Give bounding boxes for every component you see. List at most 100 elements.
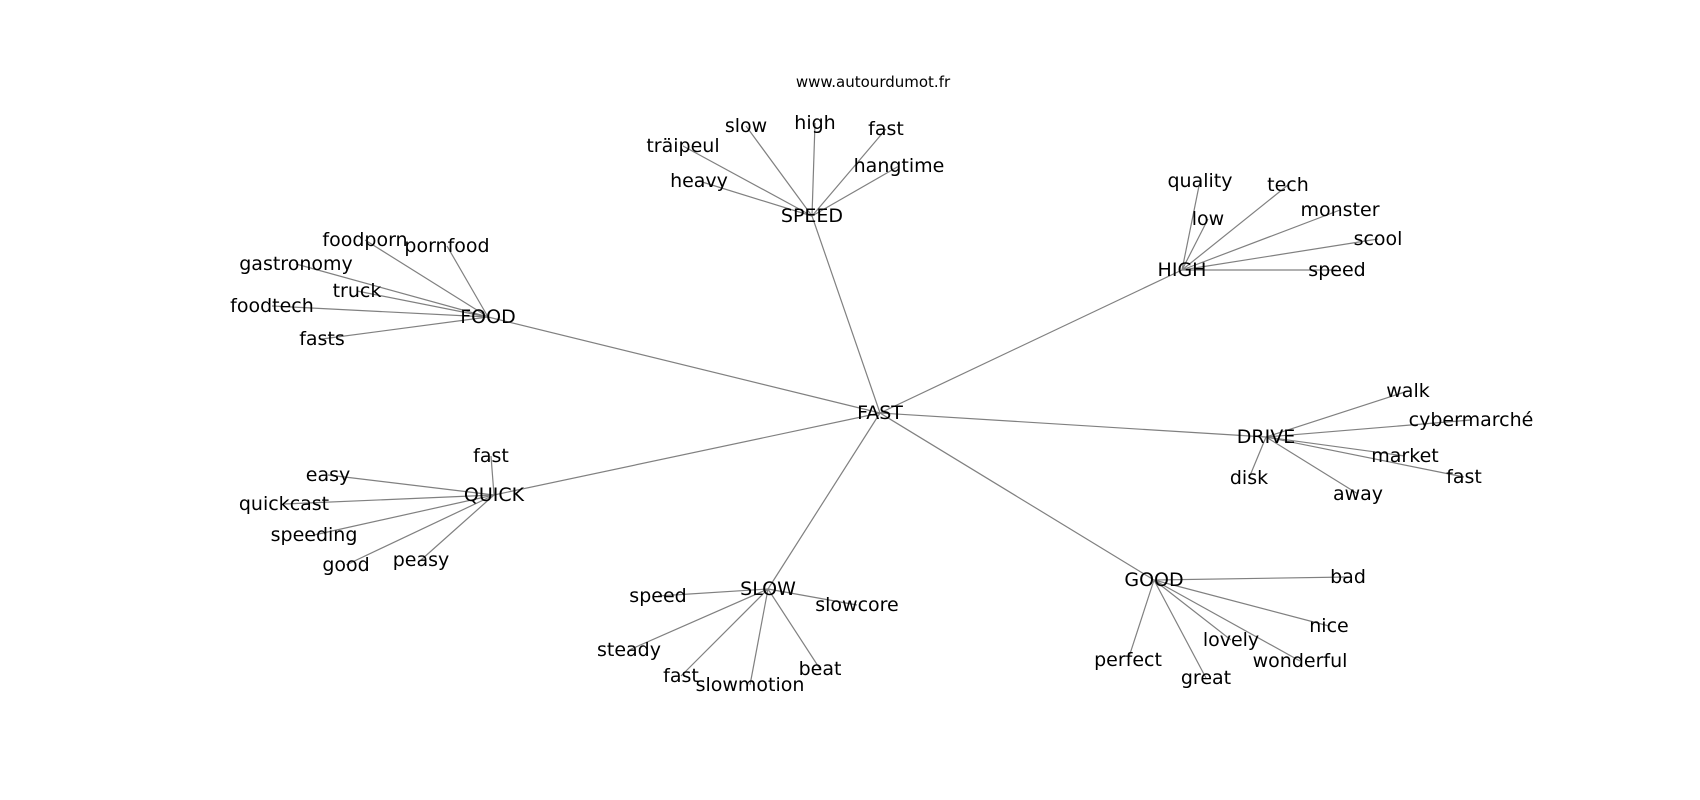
edge-drive-word [1265, 419, 1472, 438]
node-high-word: low [1192, 208, 1224, 230]
node-quick-word: peasy [393, 549, 450, 571]
edge-drive-word [1265, 436, 1465, 478]
node-drive-word: fast [1446, 466, 1482, 488]
node-food-word: gastronomy [239, 253, 353, 275]
edge-speed-word [811, 128, 887, 217]
edge-high-word [1181, 180, 1201, 271]
node-food-word: truck [333, 280, 382, 302]
edge-good-word [1153, 579, 1232, 641]
edge-good-word [1127, 579, 1155, 661]
edge-quick-word [345, 494, 495, 566]
edge-slow-word [767, 588, 821, 670]
node-slow-word: steady [597, 639, 661, 661]
node-slow-word: slowmotion [696, 674, 805, 696]
node-good-word: nice [1309, 615, 1348, 637]
node-speed: SPEED [781, 205, 843, 227]
edge-speed-word [811, 122, 816, 217]
node-good-word: bad [1330, 566, 1366, 588]
node-slow-word: fast [663, 665, 699, 687]
node-high-word: quality [1168, 170, 1233, 192]
node-speed-word: high [794, 112, 835, 134]
node-drive-word: cybermarché [1409, 409, 1534, 431]
edge-slow-word [628, 588, 769, 651]
edge-center-slow [767, 412, 881, 590]
edge-high-word [1181, 238, 1379, 271]
node-drive-word: away [1333, 483, 1383, 505]
node-speed-word: heavy [670, 170, 728, 192]
edge-slow-word [657, 588, 769, 597]
node-center: FAST [857, 402, 903, 424]
node-food-word: foodtech [230, 295, 314, 317]
edge-quick-word [327, 474, 495, 496]
node-drive: DRIVE [1237, 426, 1295, 448]
node-slow-word: beat [799, 658, 842, 680]
edge-quick-word [283, 494, 495, 505]
edge-speed-word [811, 165, 900, 217]
node-high: HIGH [1158, 259, 1207, 281]
edge-slow-word [767, 588, 858, 606]
edge-high-word [1181, 218, 1209, 271]
node-food-word: fasts [299, 328, 345, 350]
site-url: www.autourdumot.fr [796, 73, 951, 91]
node-quick-word: quickcast [239, 493, 329, 515]
node-high-word: tech [1267, 174, 1309, 196]
edge-food-word [321, 316, 489, 340]
node-drive-word: walk [1386, 380, 1429, 402]
edge-quick-word [420, 494, 495, 561]
edge-food-word [356, 290, 489, 318]
graph-labels: www.autourdumot.fr FAST SPEED slow high fas… [230, 73, 1533, 696]
graph-edges [271, 122, 1472, 686]
edge-quick-word [313, 494, 495, 536]
edge-good-word [1153, 576, 1349, 581]
node-quick: QUICK [464, 484, 525, 506]
node-speed-word: fast [868, 118, 904, 140]
node-food-word: foodporn [322, 229, 407, 251]
edge-drive-word [1265, 390, 1409, 438]
node-high-word: monster [1300, 199, 1379, 221]
node-good-word: perfect [1094, 649, 1162, 671]
node-speed-word: träipeul [646, 135, 719, 157]
node-high-word: speed [1308, 259, 1365, 281]
node-food-word: pornfood [404, 235, 489, 257]
edge-center-high [879, 269, 1183, 414]
edge-high-word [1181, 209, 1341, 271]
edge-food-word [446, 245, 489, 318]
node-good-word: great [1181, 667, 1231, 689]
edge-center-drive [879, 412, 1267, 438]
edge-good-word [1153, 579, 1301, 662]
node-slow-word: speed [629, 585, 686, 607]
node-speed-word: slow [725, 115, 767, 137]
edge-quick-word [490, 455, 495, 496]
node-slow: SLOW [740, 578, 796, 600]
edge-high-word [1181, 184, 1289, 271]
edge-speed-word [698, 180, 813, 217]
node-good-word: lovely [1203, 629, 1259, 651]
edge-center-speed [811, 215, 881, 414]
edge-drive-word [1265, 436, 1359, 495]
edge-speed-word [682, 145, 813, 217]
edge-good-word [1153, 579, 1330, 627]
edge-food-word [295, 263, 489, 318]
node-drive-word: market [1371, 445, 1438, 467]
edge-center-quick [493, 412, 881, 496]
edge-slow-word [680, 588, 769, 677]
edge-good-word [1153, 579, 1207, 679]
edge-speed-word [745, 125, 813, 217]
edge-food-word [364, 239, 489, 318]
node-quick-word: good [322, 554, 369, 576]
node-slow-word: slowcore [815, 594, 899, 616]
edge-center-food [487, 316, 881, 414]
node-food: FOOD [460, 306, 515, 328]
node-good: GOOD [1124, 569, 1183, 591]
node-high-word: scool [1354, 228, 1403, 250]
edge-drive-word [1248, 436, 1267, 479]
edge-slow-word [749, 588, 769, 686]
edge-food-word [271, 305, 489, 318]
node-quick-word: fast [473, 445, 509, 467]
node-quick-word: speeding [271, 524, 358, 546]
edge-drive-word [1265, 436, 1406, 457]
node-speed-word: hangtime [854, 155, 945, 177]
node-good-word: wonderful [1253, 650, 1348, 672]
node-quick-word: easy [306, 464, 350, 486]
